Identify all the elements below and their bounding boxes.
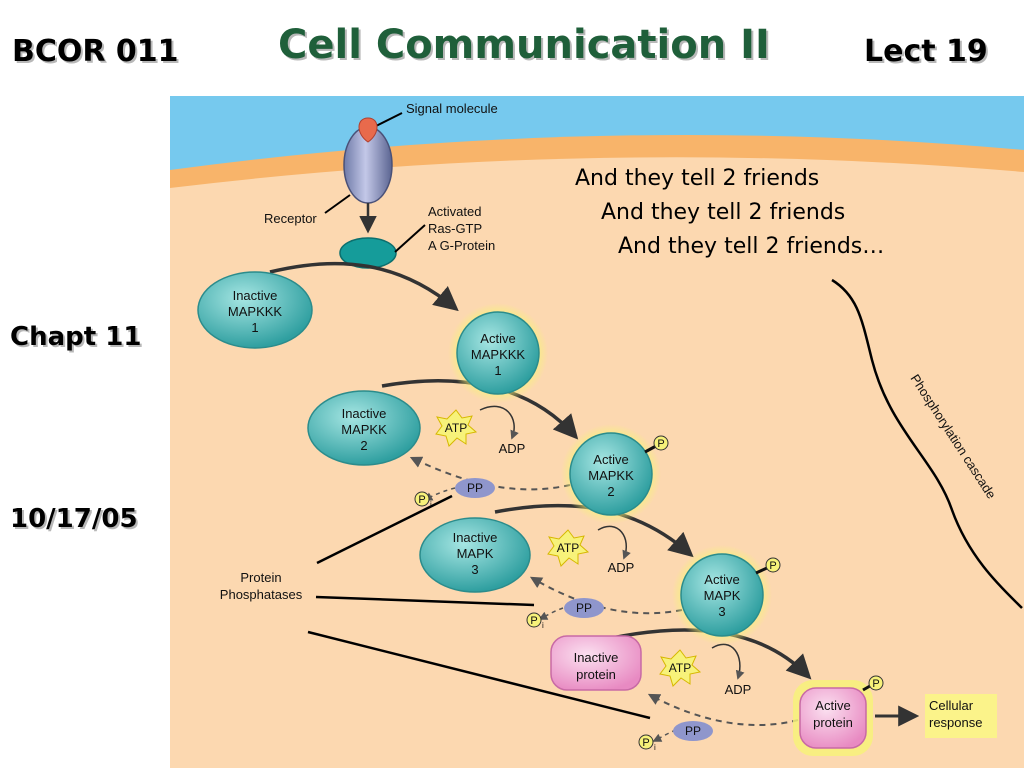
atp-label-3: ATP xyxy=(669,661,691,675)
pi-sub-2: i xyxy=(542,621,544,630)
pp-label-2: PP xyxy=(576,601,592,615)
signal-molecule-label: Signal molecule xyxy=(406,101,498,116)
phosphate-badge-protein xyxy=(868,675,884,691)
active-mapk-label-2: MAPK xyxy=(704,588,741,603)
inactive-protein-label-1: Inactive xyxy=(574,650,619,665)
phosphatase-pointer-3 xyxy=(307,630,651,720)
pp-label-3: PP xyxy=(685,724,701,738)
pi-label-3: P xyxy=(642,737,649,749)
slide-title: Cell Communication II xyxy=(278,22,770,68)
friends-line-1: And they tell 2 friends xyxy=(575,166,819,191)
atp-star-3: ATP xyxy=(659,649,702,687)
lecture-number: Lect 19 xyxy=(864,34,988,69)
dephosphorylation-arrow-4 xyxy=(647,693,799,726)
phosphate-badge-mapk xyxy=(765,557,781,573)
pi-label-1: P xyxy=(418,494,425,506)
active-mapkk-label-2: MAPKK xyxy=(588,468,634,483)
active-mapkkk-label-3: 1 xyxy=(494,363,501,378)
inactive-mapk-label-1: Inactive xyxy=(453,530,498,545)
atp-star-2: ATP xyxy=(547,529,590,567)
pi-label-2: P xyxy=(530,615,537,627)
phosphatases-label-1: Protein xyxy=(240,570,281,585)
active-mapkk xyxy=(569,432,653,516)
active-mapkkk-label-2: MAPKKK xyxy=(471,347,526,362)
receptor-label: Receptor xyxy=(264,211,317,226)
phosphatases-label-2: Phosphatases xyxy=(220,587,303,602)
active-protein-label-1: Active xyxy=(815,698,850,713)
adp-label-2: ADP xyxy=(608,560,635,575)
pp-phosphatase-2 xyxy=(564,598,604,618)
inactive-protein-label-2: protein xyxy=(576,667,616,682)
ras-label-2: Ras-GTP xyxy=(428,221,482,236)
active-mapkkk xyxy=(456,311,540,395)
inactive-mapkkk-label-1: Inactive xyxy=(233,288,278,303)
inactive-mapkk xyxy=(307,390,421,466)
active-mapkk-label-1: Active xyxy=(593,452,628,467)
atp-star-1: ATP xyxy=(435,409,478,447)
cascade-bracket xyxy=(831,278,1023,609)
inactive-mapk-label-3: 3 xyxy=(471,562,478,577)
inactive-mapk-label-2: MAPK xyxy=(457,546,494,561)
cellular-response-label-1: Cellular xyxy=(929,698,974,713)
friends-line-3: And they tell 2 friends… xyxy=(618,234,884,259)
ras-label-1: Activated xyxy=(428,204,481,219)
chapter-label: Chapt 11 xyxy=(10,322,142,352)
inactive-mapkk-label-2: MAPKK xyxy=(341,422,387,437)
cellular-response-label-2: response xyxy=(929,715,982,730)
active-mapk xyxy=(680,553,764,637)
active-mapkkk-label-1: Active xyxy=(480,331,515,346)
course-code: BCOR 011 xyxy=(12,34,179,69)
inactive-mapkk-label-3: 2 xyxy=(360,438,367,453)
inactive-protein xyxy=(550,635,642,691)
adp-label-1: ADP xyxy=(499,441,526,456)
atp-label-2: ATP xyxy=(557,541,579,555)
ras-label-3: A G-Protein xyxy=(428,238,495,253)
inactive-mapkkk xyxy=(197,271,313,349)
inactive-mapkk-label-1: Inactive xyxy=(342,406,387,421)
phosphatase-pointer-2 xyxy=(315,595,535,607)
cellular-response-box xyxy=(925,694,997,738)
pp-phosphatase-3 xyxy=(673,721,713,741)
arrow-mapkkk-activation xyxy=(269,261,459,312)
active-protein xyxy=(799,687,867,749)
inactive-mapkkk-label-3: 1 xyxy=(251,320,258,335)
atp-label-1: ATP xyxy=(445,421,467,435)
phosphate-label-mapkk: P xyxy=(657,438,664,450)
phosphate-label-protein: P xyxy=(872,678,879,690)
active-mapkk-label-3: 2 xyxy=(607,484,614,499)
phosphatase-pointer-1 xyxy=(316,494,453,565)
pi-badge-2 xyxy=(526,612,542,628)
pi-badge-1 xyxy=(414,491,430,507)
pi-sub-3: i xyxy=(654,743,656,752)
pi-sub-1: i xyxy=(430,500,432,509)
friends-line-2: And they tell 2 friends xyxy=(601,200,845,225)
active-mapk-label-3: 3 xyxy=(718,604,725,619)
pi-badge-3 xyxy=(638,734,654,750)
inactive-mapk xyxy=(419,517,531,593)
dephosphorylation-arrow-3 xyxy=(529,576,683,615)
date-label: 10/17/05 xyxy=(10,504,138,534)
phosphate-badge-mapkk xyxy=(653,435,669,451)
inactive-mapkkk-label-2: MAPKKK xyxy=(228,304,283,319)
active-protein-label-2: protein xyxy=(813,715,853,730)
signal-molecule xyxy=(358,117,378,143)
pp-phosphatase-1 xyxy=(455,478,495,498)
active-mapk-label-1: Active xyxy=(704,572,739,587)
adp-label-3: ADP xyxy=(725,682,752,697)
phosphate-label-mapk: P xyxy=(769,560,776,572)
pp-label-1: PP xyxy=(467,481,483,495)
